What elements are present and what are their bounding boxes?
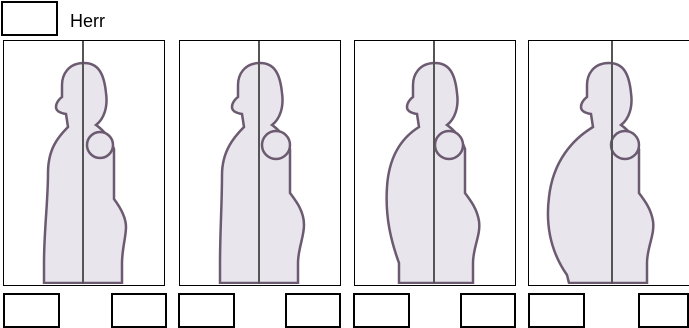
panel-4-left-checkbox[interactable] [528, 293, 585, 328]
herr-label: Herr [70, 11, 105, 31]
body-silhouette-icon [355, 41, 514, 284]
body-figure-panel-1 [3, 40, 165, 286]
panel-3-right-checkbox[interactable] [460, 293, 516, 328]
body-figure-panel-3 [354, 40, 516, 286]
panel-1-right-checkbox[interactable] [111, 293, 167, 328]
panel-1-left-checkbox[interactable] [3, 293, 60, 328]
body-silhouette-icon [4, 41, 163, 284]
panel-4-right-checkbox[interactable] [638, 293, 689, 328]
panel-2-left-checkbox[interactable] [178, 293, 235, 328]
panel-2-right-checkbox[interactable] [285, 293, 341, 328]
herr-checkbox[interactable] [1, 1, 58, 36]
body-figure-panel-2 [179, 40, 341, 286]
body-silhouette-icon [529, 41, 688, 284]
body-figure-panel-4 [528, 40, 689, 286]
panel-3-left-checkbox[interactable] [353, 293, 410, 328]
body-silhouette-icon [180, 41, 339, 284]
